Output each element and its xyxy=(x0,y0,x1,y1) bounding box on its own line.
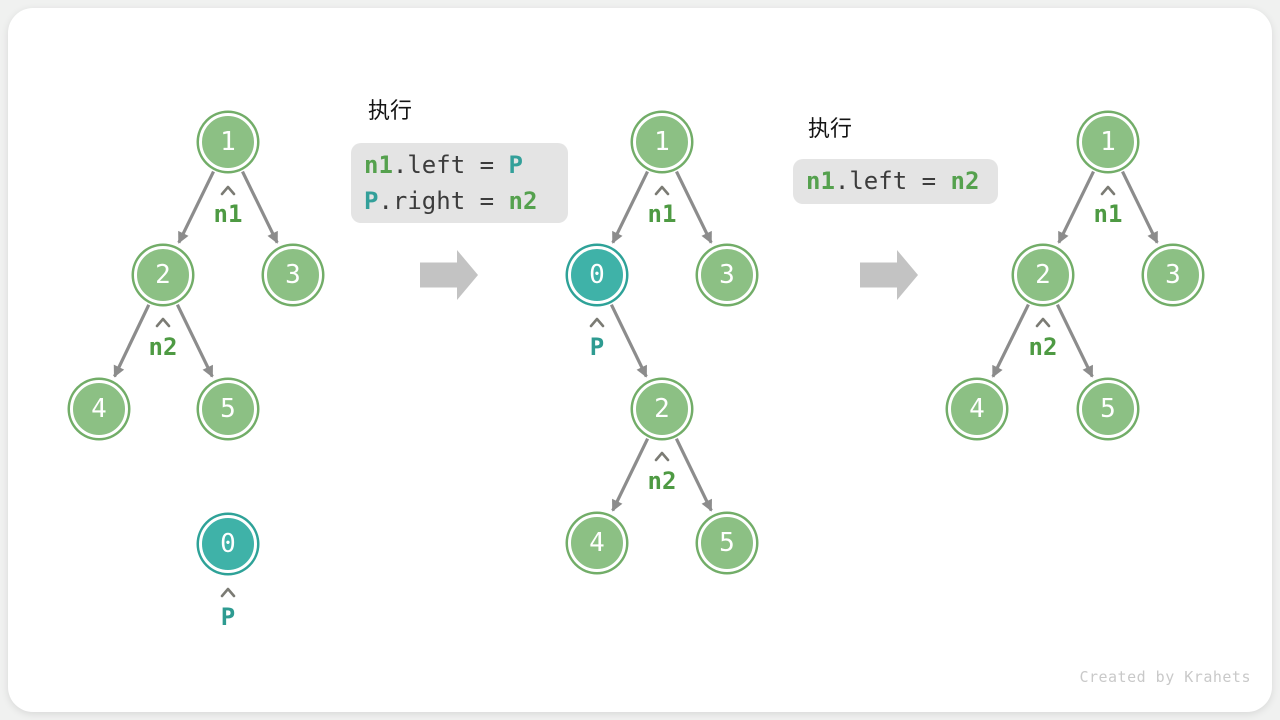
node-value: 2 xyxy=(1035,260,1051,290)
tree-edge-arrow xyxy=(113,304,151,378)
node-value: 5 xyxy=(220,394,236,424)
pointer-caret-icon xyxy=(220,587,236,598)
pointer-label-P: P xyxy=(589,333,605,361)
code-token: P xyxy=(364,187,379,215)
pointer-label-n2: n2 xyxy=(1028,333,1058,361)
pointer-caret-icon xyxy=(1100,185,1116,196)
tree-node-5: 5 xyxy=(698,514,756,572)
tree-edge-arrow xyxy=(241,170,279,244)
pointer-label-n2: n2 xyxy=(148,333,178,361)
tree-node-5: 5 xyxy=(199,380,257,438)
tree-node-4: 4 xyxy=(70,380,128,438)
pointer-caret-icon xyxy=(654,185,670,196)
tree-node-2: 2 xyxy=(134,246,192,304)
big-right-arrow-icon xyxy=(860,250,918,300)
code-token: n2 xyxy=(508,187,538,215)
tree-node-4: 4 xyxy=(948,380,1006,438)
pointer-label-n1: n1 xyxy=(1093,200,1123,228)
code-token: .left = xyxy=(834,167,951,195)
pointer-label-n1: n1 xyxy=(213,200,243,228)
tree-edge-arrow xyxy=(1055,304,1094,378)
tree-node-0: 0 xyxy=(199,515,257,573)
node-value: 3 xyxy=(719,260,735,290)
tree-node-5: 5 xyxy=(1079,380,1137,438)
node-value: 5 xyxy=(719,528,735,558)
pointer-caret-icon xyxy=(1035,317,1051,328)
tree-edge-arrow xyxy=(177,170,215,244)
code-token: .left = xyxy=(392,151,509,179)
tree-node-2: 2 xyxy=(1014,246,1072,304)
tree-node-3: 3 xyxy=(698,246,756,304)
exec-label: 执行 xyxy=(368,99,413,124)
code-line: P.right = n2 xyxy=(364,183,568,219)
node-value: 4 xyxy=(91,394,107,424)
tree-edge-arrow xyxy=(1121,170,1159,244)
tree-edge-arrow xyxy=(609,304,648,378)
tree-edge-arrow xyxy=(611,170,649,244)
tree-edge-arrow xyxy=(175,304,214,378)
code-line: n1.left = n2 xyxy=(806,163,998,199)
code-token: n1 xyxy=(806,167,835,195)
node-value: 1 xyxy=(220,127,236,157)
pointer-label-n1: n1 xyxy=(647,200,677,228)
exec-label: 执行 xyxy=(808,117,853,142)
tree-edge-arrow xyxy=(991,303,1030,378)
code-token: n2 xyxy=(950,167,980,195)
tree-edge-arrow xyxy=(611,438,650,512)
pointer-caret-icon xyxy=(220,185,236,196)
tree-node-2: 2 xyxy=(633,380,691,438)
tree-edge-arrow xyxy=(1057,170,1095,244)
node-value: 3 xyxy=(285,260,301,290)
code-token: n1 xyxy=(364,151,393,179)
node-value: 1 xyxy=(654,127,670,157)
tree-node-3: 3 xyxy=(1144,246,1202,304)
pointer-caret-icon xyxy=(155,317,171,328)
node-value: 2 xyxy=(654,394,670,424)
node-value: 3 xyxy=(1165,260,1181,290)
tree-node-1: 1 xyxy=(633,113,691,171)
tree-edge-arrow xyxy=(675,170,713,244)
big-right-arrow-icon xyxy=(420,250,478,300)
node-value: 0 xyxy=(220,529,236,559)
code-token: .right = xyxy=(378,187,509,215)
tree-node-4: 4 xyxy=(568,514,626,572)
node-value: 4 xyxy=(969,394,985,424)
watermark: Created by Krahets xyxy=(1079,668,1251,686)
pointer-caret-icon xyxy=(654,451,670,462)
tree-node-0: 0 xyxy=(568,246,626,304)
node-value: 5 xyxy=(1100,394,1116,424)
tree-node-1: 1 xyxy=(1079,113,1137,171)
node-value: 2 xyxy=(155,260,171,290)
pointer-label-n2: n2 xyxy=(647,467,677,495)
pointer-caret-icon xyxy=(589,317,605,328)
code-line: n1.left = P xyxy=(364,147,568,183)
tree-edge-arrow xyxy=(674,438,713,512)
pointer-label-P: P xyxy=(220,603,236,631)
code-block-2: n1.left = n2 xyxy=(793,159,998,204)
node-value: 4 xyxy=(589,528,605,558)
node-value: 0 xyxy=(589,260,605,290)
code-token: P xyxy=(508,151,523,179)
tree-node-3: 3 xyxy=(264,246,322,304)
tree-node-1: 1 xyxy=(199,113,257,171)
node-value: 1 xyxy=(1100,127,1116,157)
